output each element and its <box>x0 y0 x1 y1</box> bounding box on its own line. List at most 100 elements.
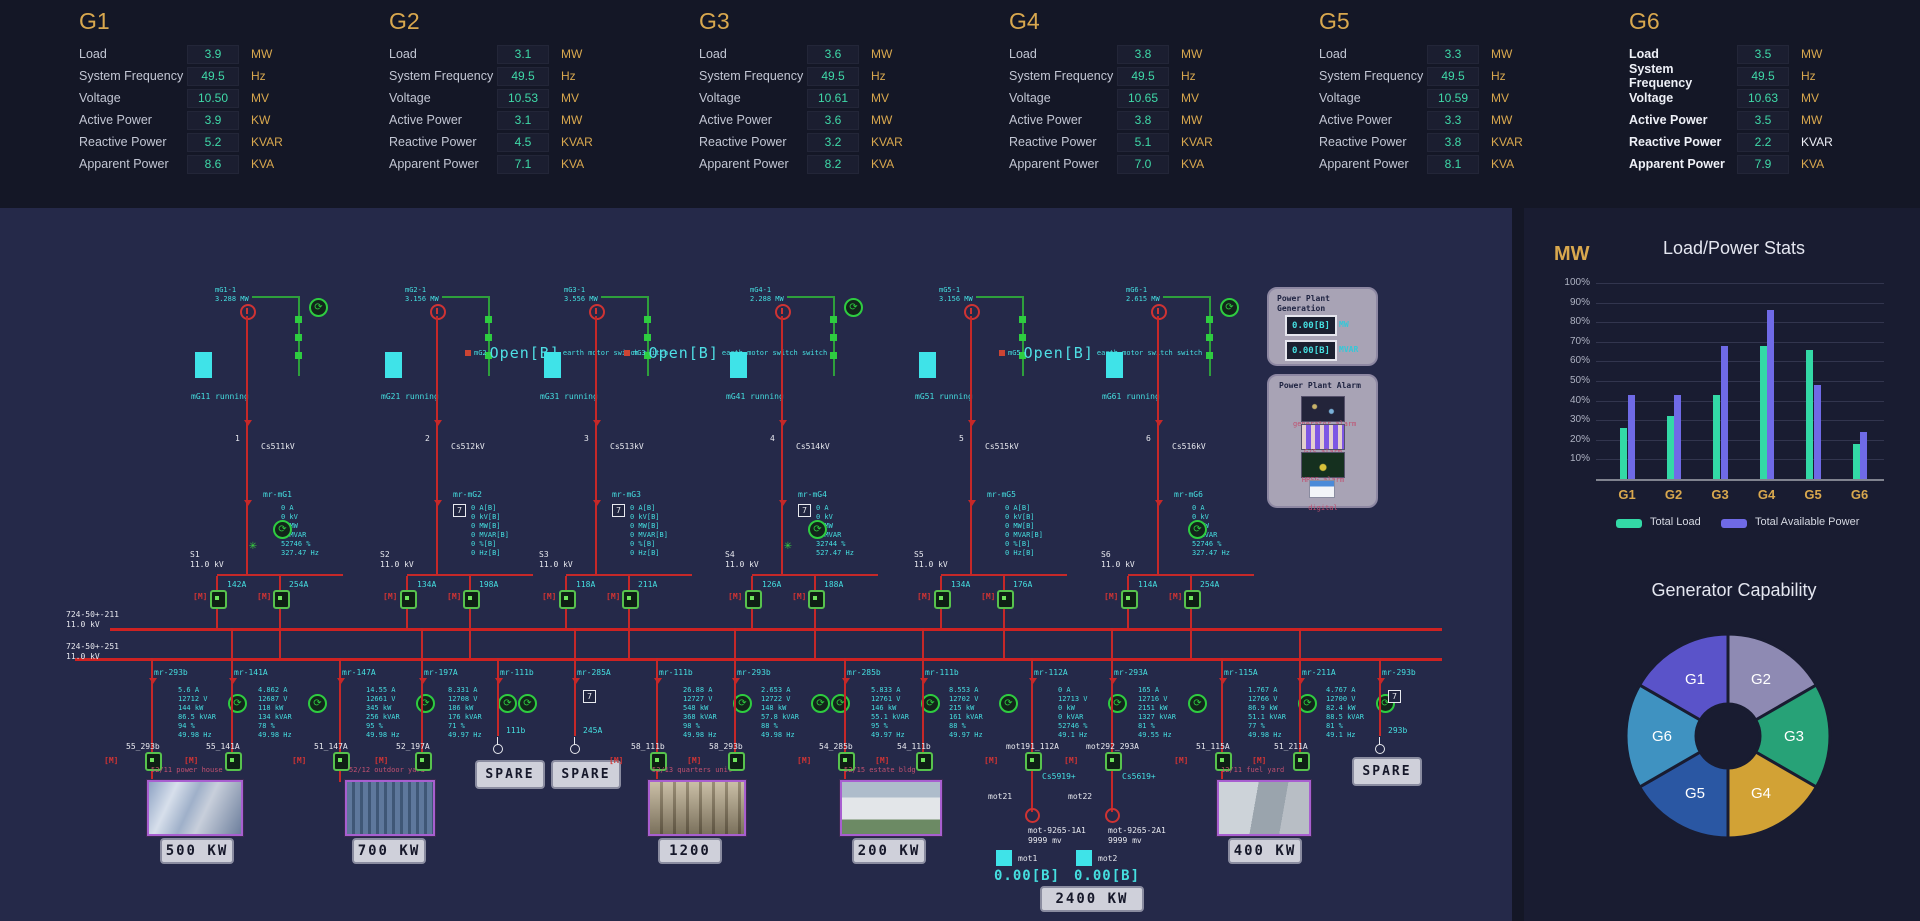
generator-breaker-symbol[interactable] <box>1151 304 1167 320</box>
meter-doc-icon[interactable]: 7 <box>612 504 625 517</box>
generator-status-block <box>195 352 212 378</box>
alarm-thumbnail[interactable] <box>1309 480 1335 498</box>
metric-label: Apparent Power <box>699 157 789 171</box>
metric-label: System Frequency <box>79 69 184 83</box>
feeder-amps: 111b <box>506 726 526 735</box>
junction-breaker-left[interactable] <box>745 590 762 609</box>
alarm-thumbnail[interactable] <box>1301 424 1345 450</box>
junction-breaker-right[interactable] <box>1184 590 1201 609</box>
meter-tag: mr-mG3 <box>612 490 641 499</box>
equipment-photo[interactable] <box>345 780 435 836</box>
line-arrow <box>244 500 252 506</box>
feeder-breaker[interactable] <box>225 752 242 771</box>
metric-unit: MW <box>1801 113 1823 127</box>
equipment-photo[interactable] <box>147 780 243 836</box>
feeder-breaker[interactable] <box>916 752 933 771</box>
feeder-breaker[interactable] <box>1293 752 1310 771</box>
bar-total-available-power <box>1720 345 1728 479</box>
junction-breaker-left[interactable] <box>559 590 576 609</box>
motor-circle[interactable] <box>1105 808 1120 823</box>
generator-running-label: mG41 running <box>726 392 784 401</box>
junction-breaker-left[interactable] <box>210 590 227 609</box>
junction-bar <box>566 574 692 576</box>
junction-breaker-right[interactable] <box>997 590 1014 609</box>
generator-breaker-symbol[interactable] <box>240 304 256 320</box>
y-axis-unit-label: MW <box>1554 243 1590 265</box>
feeder-breaker[interactable] <box>415 752 432 771</box>
feeder-meter-readings: 1.767 A 12766 V 86.9 kW 51.1 kVAR 77 % 4… <box>1248 686 1286 739</box>
junction-breaker-left[interactable] <box>1121 590 1138 609</box>
metric-value: 5.1 <box>1117 132 1169 152</box>
alarm-thumbnail[interactable] <box>1301 452 1345 478</box>
generation-readout: 0.00[B] <box>1285 315 1337 336</box>
grid-line <box>1596 400 1884 402</box>
feeder-breaker[interactable] <box>1215 752 1232 771</box>
junction-breaker-right[interactable] <box>273 590 290 609</box>
feeder-breaker[interactable] <box>1105 752 1122 771</box>
motor-circle[interactable] <box>1025 808 1040 823</box>
bus-label: 724-50+-251 11.0 kV <box>66 642 119 661</box>
alarm-thumbnail[interactable] <box>1301 396 1345 422</box>
bus-bar-2[interactable] <box>75 658 1442 661</box>
equipment-photo[interactable] <box>648 780 746 836</box>
sync-node <box>485 352 492 359</box>
feeder-breaker[interactable] <box>145 752 162 771</box>
motor-name: mot-9265-1A1 9999 mv <box>1028 826 1086 845</box>
metric-label: Voltage <box>1629 91 1674 105</box>
junction-amps-left: 134A <box>417 580 437 589</box>
feeder-tag: mr-141A <box>234 668 268 677</box>
metric-label: Load <box>389 47 417 61</box>
meter-doc-icon[interactable]: 7 <box>798 504 811 517</box>
generator-breaker-symbol[interactable] <box>964 304 980 320</box>
equipment-photo[interactable] <box>1217 780 1311 836</box>
feeder-breaker[interactable] <box>728 752 745 771</box>
metric-value: 3.6 <box>807 110 859 130</box>
grid-line <box>1596 439 1884 441</box>
donut-slice-g4[interactable] <box>1726 749 1819 840</box>
junction-breaker-right[interactable] <box>622 590 639 609</box>
meter-doc-icon[interactable]: 7 <box>453 504 466 517</box>
meter-doc-icon[interactable]: 7 <box>583 690 596 703</box>
bar-total-available-power <box>1627 394 1635 479</box>
disconnect-switch[interactable] <box>570 737 580 754</box>
generator-breaker-symbol[interactable] <box>775 304 791 320</box>
feeder-breaker[interactable] <box>1025 752 1042 771</box>
disconnect-switch[interactable] <box>1375 737 1385 754</box>
donut-slice-g5[interactable] <box>1637 749 1730 840</box>
feeder-line <box>231 628 233 770</box>
feeder-tag: mr-147A <box>342 668 376 677</box>
junction-breaker-right[interactable] <box>463 590 480 609</box>
bus-bar-1[interactable] <box>110 628 1442 631</box>
generator-breaker-symbol[interactable] <box>589 304 605 320</box>
power-plant-alarm-panel[interactable]: Power Plant Alarmgenerator alarmG/S alar… <box>1267 374 1378 512</box>
feeder-breaker[interactable] <box>333 752 350 771</box>
feeder-breaker[interactable] <box>838 752 855 771</box>
donut-slice-g2[interactable] <box>1726 632 1819 723</box>
meter-doc-icon[interactable]: 7 <box>1388 690 1401 703</box>
metric-value: 3.1 <box>497 110 549 130</box>
junction-breaker-left[interactable] <box>934 590 951 609</box>
junction-breaker-right[interactable] <box>808 590 825 609</box>
junction-breaker-left[interactable] <box>400 590 417 609</box>
generator-breaker-symbol[interactable] <box>430 304 446 320</box>
donut-slice-g1[interactable] <box>1637 632 1730 723</box>
disconnect-switch[interactable] <box>493 737 503 754</box>
metric-unit: MW <box>1181 113 1203 127</box>
feeder-breaker[interactable] <box>650 752 667 771</box>
equipment-photo[interactable] <box>840 780 942 836</box>
metric-unit: KW <box>251 113 271 127</box>
